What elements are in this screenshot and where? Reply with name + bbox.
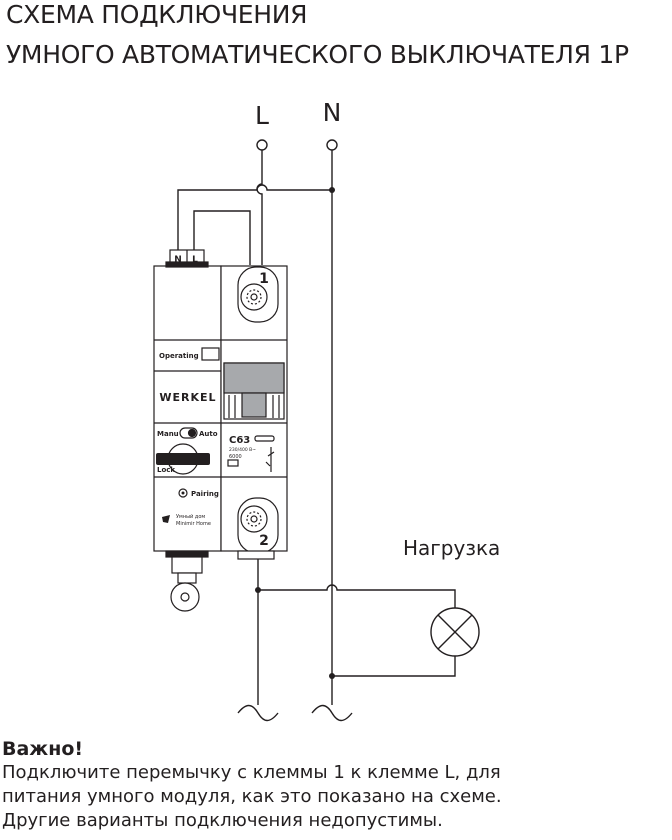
- junction-dot: [329, 673, 335, 679]
- brand-logo: WERKEL: [159, 391, 216, 404]
- load-lamp: [430, 607, 480, 657]
- pairing-label: Pairing: [191, 490, 219, 498]
- junction-dot: [329, 187, 335, 193]
- lock-label: Lock: [157, 466, 175, 474]
- note-line-3: Другие варианты подключения недопустимы.: [2, 810, 443, 831]
- module-text: N L Operating WERKEL Manu Auto Lock Pair…: [157, 255, 219, 527]
- smart-home-logo-icon: [162, 515, 170, 523]
- wires: [177, 139, 456, 722]
- junction-dot: [255, 587, 261, 593]
- phase-supply-terminal: [256, 139, 268, 151]
- auto-label: Auto: [199, 430, 218, 438]
- note-line-1: Подключите перемычку с клеммы 1 к клемме…: [2, 762, 501, 783]
- circuit-breaker: [220, 265, 288, 560]
- lock-knob-handle: [156, 453, 210, 465]
- neutral-label: N: [323, 98, 342, 127]
- note-heading: Важно!: [2, 738, 84, 760]
- important-note: Важно! Подключите перемычку с клеммы 1 к…: [2, 738, 670, 833]
- smart-home-line1: Умный дом: [176, 513, 205, 520]
- module-body: [153, 265, 222, 552]
- smart-home-line2: Minimir Home: [176, 521, 211, 527]
- note-line-2: питания умного модуля, как это показано …: [2, 786, 502, 807]
- terminal-1-label: 1: [259, 271, 269, 287]
- load-wire-top: [258, 584, 456, 608]
- breaker-indicator-slot: [254, 435, 275, 442]
- module-bottom-connector: [165, 550, 209, 558]
- terminal-n-label: N: [174, 255, 182, 265]
- breaker-rating: C63: [229, 435, 250, 446]
- wiring-diagram: L N Нагрузка: [153, 98, 500, 722]
- jumper-wire: [193, 210, 251, 265]
- breaker-voltage: 230/400 В~: [229, 447, 256, 453]
- breaker-handle: [223, 362, 285, 394]
- terminal-2-label: 2: [259, 533, 269, 549]
- wire-break-mark: [237, 704, 279, 722]
- load-wire-bottom: [332, 656, 456, 677]
- module-neutral-wire: [177, 184, 332, 250]
- supply-labels: L N: [255, 98, 341, 130]
- operating-indicator: [201, 347, 220, 361]
- neutral-supply-terminal: [326, 139, 338, 151]
- title-line-1: СХЕМА ПОДКЛЮЧЕНИЯ: [6, 0, 308, 29]
- phase-wire: [256, 150, 263, 265]
- smart-module: [153, 249, 222, 612]
- wire-break-mark: [311, 704, 353, 722]
- breaker-text: 1 2 C63 230/400 В~ 6000: [229, 271, 269, 549]
- breaker-symbol-icon: [265, 447, 275, 472]
- load-label: Нагрузка: [403, 536, 500, 560]
- phase-label: L: [255, 101, 269, 130]
- operating-label: Operating: [159, 352, 199, 360]
- breaker-capacity: 6000: [229, 454, 242, 460]
- terminal-l-label: L: [192, 255, 198, 265]
- manu-label: Manu: [157, 430, 179, 438]
- title-line-2: УМНОГО АВТОМАТИЧЕСКОГО ВЫКЛЮЧАТЕЛЯ 1Р: [6, 40, 629, 69]
